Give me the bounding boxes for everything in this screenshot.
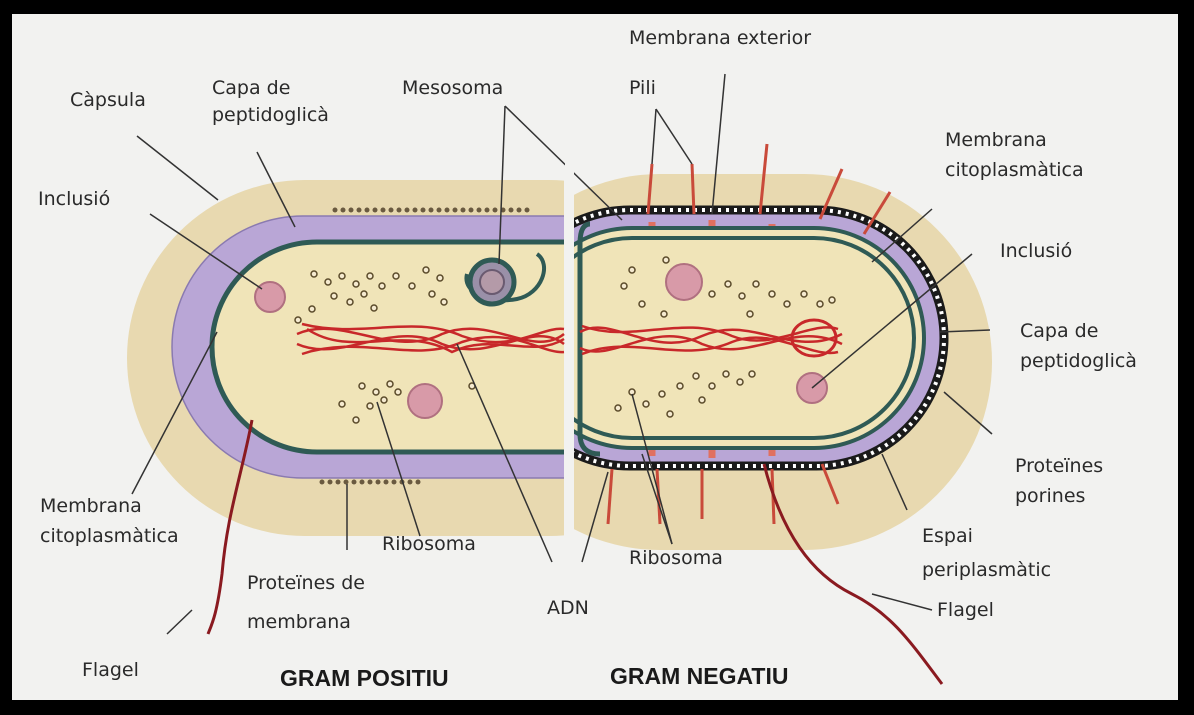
label-porines-line2: porines	[1015, 485, 1085, 507]
label-espai-line1: Espai	[922, 525, 973, 547]
label-proteines-membrana-line2: membrana	[247, 611, 351, 633]
label-flagel-negative: Flagel	[937, 599, 994, 621]
label-pili: Pili	[629, 77, 656, 99]
label-flagel-positive: Flagel	[82, 659, 139, 681]
label-capa-positive-line2: peptidoglicà	[212, 104, 329, 126]
label-membrana-cit-negative-line2: citoplasmàtica	[945, 159, 1084, 181]
label-ribosoma-positive: Ribosoma	[382, 533, 476, 555]
label-adn: ADN	[547, 597, 589, 619]
label-capa-negative-line1: Capa de	[1020, 320, 1098, 342]
label-espai-line2: periplasmàtic	[922, 559, 1051, 581]
cytoplasmic-membrane-negative	[532, 238, 914, 438]
label-membrana-cit-negative-line1: Membrana	[945, 129, 1047, 151]
label-capsula: Càpsula	[70, 89, 146, 111]
label-membrana-cit-positive-line2: citoplasmàtica	[40, 525, 179, 547]
label-inclusio-positive: Inclusió	[38, 188, 110, 210]
label-ribosoma-negative: Ribosoma	[629, 547, 723, 569]
label-proteines-membrana-line1: Proteïnes de	[247, 572, 365, 594]
title-gram-positive: GRAM POSITIU	[280, 665, 449, 691]
title-gram-negative: GRAM NEGATIU	[610, 663, 788, 689]
label-mesosoma: Mesosoma	[402, 77, 503, 99]
label-porines-line1: Proteïnes	[1015, 455, 1103, 477]
label-membrana-cit-positive-line1: Membrana	[40, 495, 142, 517]
label-capa-positive-line1: Capa de	[212, 77, 290, 99]
label-inclusio-negative: Inclusió	[1000, 240, 1072, 262]
bacteria-diagram: Càpsula Capa de peptidoglicà Mesosoma Me…	[12, 14, 1178, 700]
label-capa-negative-line2: peptidoglicà	[1020, 350, 1137, 372]
label-membrana-exterior: Membrana exterior	[629, 27, 811, 49]
diagram-canvas: Càpsula Capa de peptidoglicà Mesosoma Me…	[12, 14, 1178, 700]
